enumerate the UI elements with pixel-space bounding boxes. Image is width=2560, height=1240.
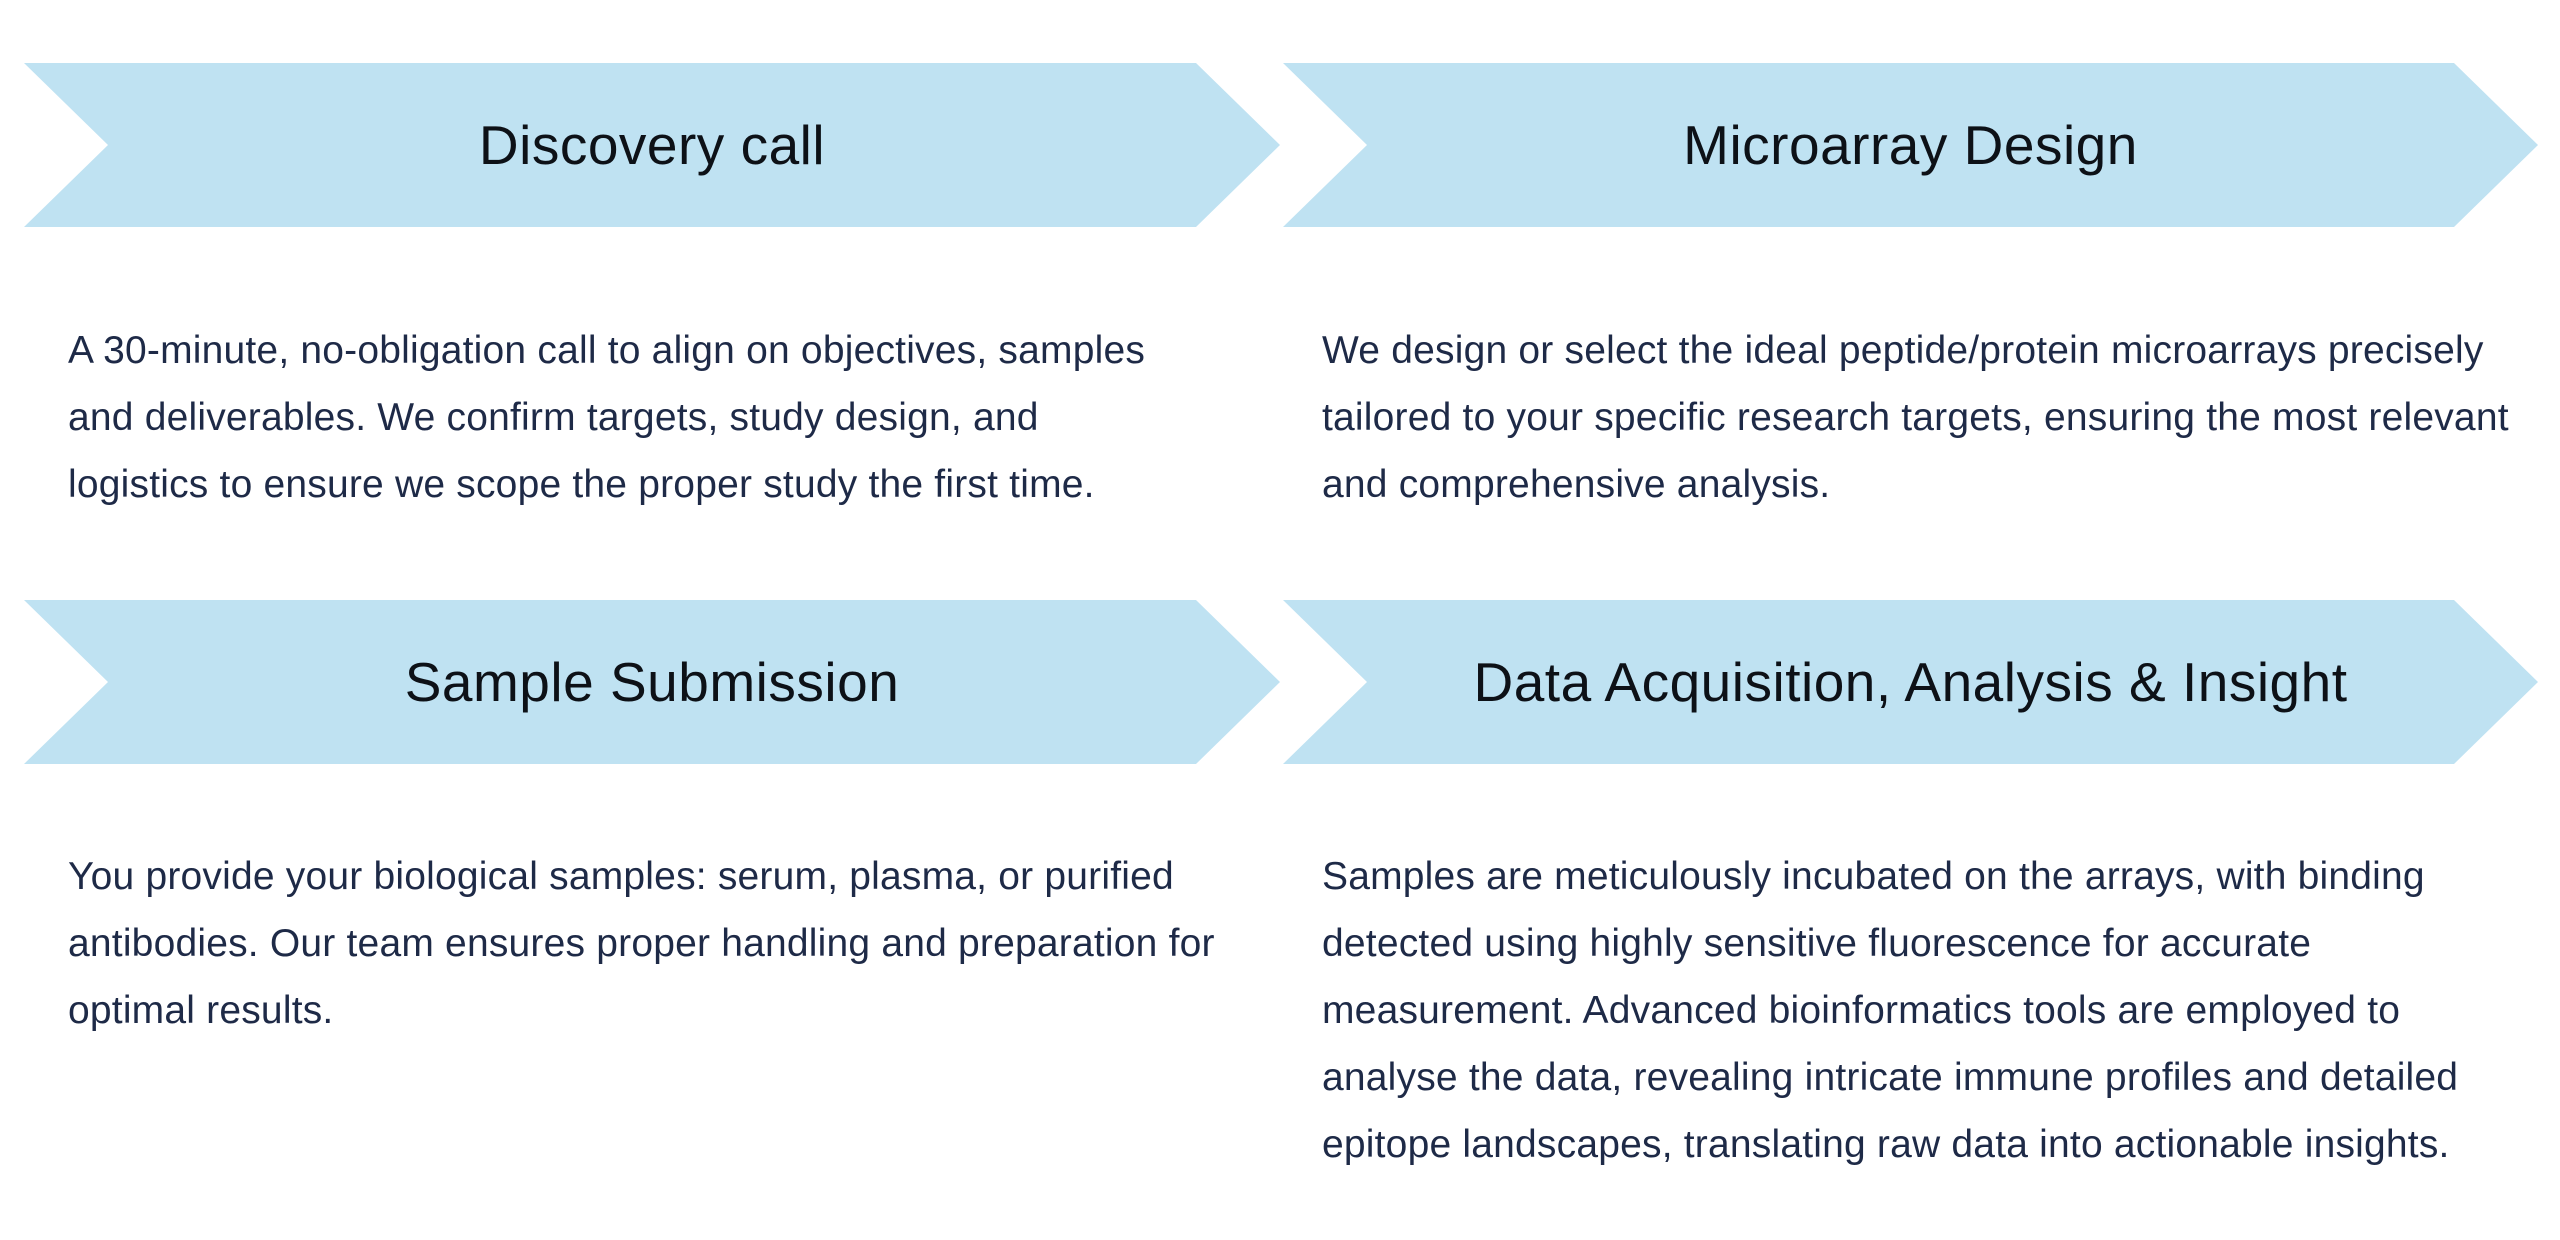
step-arrow-sample-submission: Sample Submission [24, 600, 1280, 764]
step-description: Samples are meticulously incubated on th… [1322, 855, 2459, 1166]
step-description: A 30-minute, no-obligation call to align… [68, 329, 1146, 506]
step-title: Data Acquisition, Analysis & Insight [1473, 651, 2348, 713]
step-arrow-data-acquisition: Data Acquisition, Analysis & Insight [1283, 600, 2538, 764]
step-title: Microarray Design [1683, 114, 2138, 176]
step-arrow-microarray-design: Microarray Design [1283, 63, 2538, 227]
step-description: We design or select the ideal peptide/pr… [1322, 329, 2509, 506]
step-title: Discovery call [478, 114, 826, 176]
step-arrow-discovery-call: Discovery call [24, 63, 1280, 227]
step-description: You provide your biological samples: ser… [68, 855, 1215, 1032]
step-title: Sample Submission [404, 651, 900, 713]
